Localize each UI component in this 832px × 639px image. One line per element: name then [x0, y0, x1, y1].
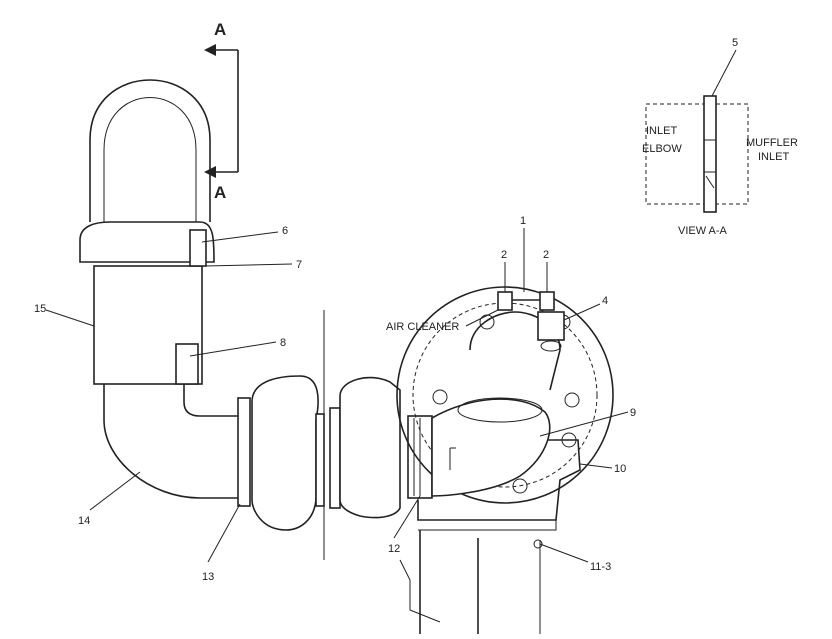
view-caption: VIEW A-A	[678, 225, 728, 237]
inset-label-right-1: MUFFLER	[746, 137, 798, 149]
callout-2-left: 2	[501, 249, 507, 261]
rain-cap	[89, 79, 211, 222]
fitting-assembly	[497, 291, 565, 352]
callout-7: 7	[296, 259, 302, 271]
section-marker-bottom: A	[214, 183, 226, 202]
callout-4: 4	[602, 295, 608, 307]
callout-10: 10	[614, 463, 626, 475]
callout-13: 13	[202, 571, 214, 583]
turbocharger-outlet	[329, 376, 401, 519]
callout-14: 14	[78, 515, 90, 527]
callout-9: 9	[630, 407, 636, 419]
callout-2-right: 2	[543, 249, 549, 261]
callout-11-3: 11-3	[590, 561, 611, 573]
callout-6: 6	[282, 225, 288, 237]
elbow-pipe	[103, 384, 244, 499]
callout-leaders	[45, 49, 737, 563]
clamp-collar	[79, 221, 215, 263]
stack-pipe	[93, 229, 207, 385]
inset-label-left-1: INLET	[646, 125, 677, 137]
hose-clamp-13	[237, 397, 251, 507]
engine-block	[399, 530, 543, 634]
callout-8: 8	[280, 337, 286, 349]
inset-label-left-2: ELBOW	[642, 143, 682, 155]
callout-1: 1	[520, 215, 526, 227]
callout-5: 5	[732, 37, 738, 49]
support-bracket-10	[417, 439, 581, 531]
inset-label-right-2: INLET	[758, 151, 789, 163]
inlet-tube-9	[431, 397, 551, 497]
callout-12: 12	[388, 543, 400, 555]
inlet-elbow	[251, 375, 325, 531]
callout-15: 15	[34, 303, 46, 315]
air-cleaner-label: AIR CLEANER	[386, 321, 459, 333]
section-line-a-a	[204, 44, 239, 178]
inset-view-a-a	[645, 95, 749, 213]
section-marker-top: A	[214, 20, 226, 39]
